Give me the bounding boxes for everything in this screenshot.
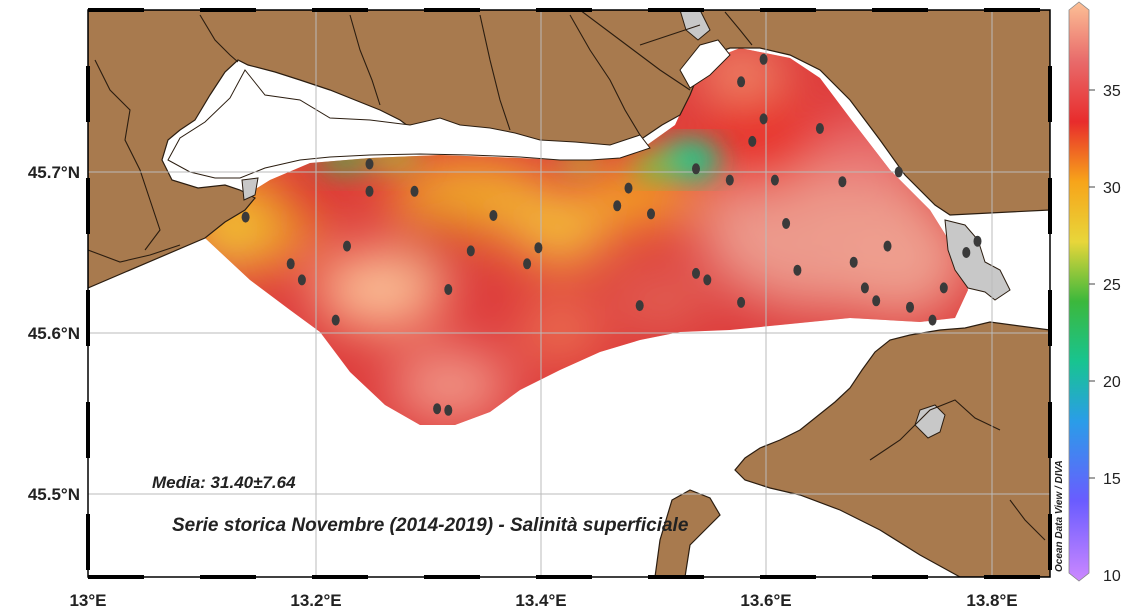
lat-tick-label: 45.5°N — [28, 485, 80, 504]
lat-tick-label: 45.7°N — [28, 163, 80, 182]
station-marker — [489, 210, 498, 221]
station-marker — [703, 274, 712, 286]
colorbar-tick-label: 20 — [1103, 374, 1121, 391]
station-marker — [692, 163, 700, 175]
station-markers — [241, 53, 982, 416]
frame-checker — [1048, 290, 1052, 346]
frame-checker — [648, 575, 704, 579]
station-marker — [973, 235, 982, 247]
colorbar-tick-label: 35 — [1103, 83, 1121, 100]
station-marker — [297, 274, 306, 286]
station-marker — [815, 123, 824, 134]
lat-tick-label: 45.6°N — [28, 324, 80, 343]
frame-checker — [312, 575, 368, 579]
frame-checker — [86, 514, 90, 570]
station-marker — [737, 76, 746, 88]
frame-checker — [86, 178, 90, 234]
frame-checker — [872, 575, 928, 579]
frame-checker — [86, 290, 90, 346]
lagoon — [167, 39, 731, 179]
frame-checker — [88, 8, 144, 12]
station-marker — [759, 53, 768, 65]
frame-checker — [200, 8, 256, 12]
frame-checker — [536, 8, 592, 12]
station-marker — [286, 258, 295, 270]
station-marker — [343, 240, 351, 252]
rivers — [88, 10, 1046, 541]
map-title: Serie storica Novembre (2014-2019) - Sal… — [172, 515, 689, 536]
station-marker — [872, 295, 881, 307]
frame-checker — [200, 575, 256, 579]
frame-checker — [1048, 402, 1052, 458]
station-marker — [725, 174, 734, 186]
gridlines — [88, 10, 1050, 577]
colorbar-gradient — [1068, 1, 1090, 582]
lon-tick-label: 13.4°E — [515, 591, 566, 610]
frame-checker — [1048, 178, 1052, 234]
frame-checker — [648, 8, 704, 12]
station-marker — [883, 240, 892, 252]
frame-checker — [86, 66, 90, 122]
frame-checker — [984, 575, 1040, 579]
frame-checker — [86, 402, 90, 458]
station-marker — [410, 185, 419, 197]
station-marker — [444, 404, 453, 416]
station-marker — [635, 300, 644, 312]
station-marker — [433, 403, 442, 415]
longitude-labels: 13°E 13.2°E 13.4°E 13.6°E 13.8°E — [69, 591, 1017, 610]
colorbar-tick-label: 30 — [1103, 180, 1121, 197]
frame-checker — [424, 8, 480, 12]
frame-checker — [1048, 66, 1052, 122]
station-marker — [534, 242, 543, 254]
frame-checker — [424, 575, 480, 579]
station-marker — [241, 211, 250, 223]
colorbar-tick-label: 15 — [1103, 471, 1121, 488]
station-marker — [523, 258, 532, 270]
station-marker — [906, 301, 914, 313]
station-marker — [647, 208, 655, 220]
station-marker — [624, 182, 633, 194]
station-marker — [692, 267, 700, 279]
station-marker — [770, 174, 779, 186]
station-marker — [849, 256, 858, 268]
frame-checker — [760, 8, 816, 12]
frame-checker — [760, 575, 816, 579]
harbour-areas — [241, 10, 1011, 439]
station-marker — [331, 314, 340, 326]
station-marker — [962, 247, 971, 258]
frame-checker — [872, 8, 928, 12]
station-marker — [748, 135, 757, 147]
station-marker — [444, 284, 453, 295]
station-marker — [759, 113, 768, 125]
frame-checker — [312, 8, 368, 12]
map-frame — [86, 8, 1052, 579]
station-marker — [613, 200, 622, 212]
frame-checker — [984, 8, 1040, 12]
colorbar: 35 30 25 20 15 10 — [1068, 1, 1121, 585]
station-marker — [894, 166, 903, 178]
colorbar-tick-label: 10 — [1103, 568, 1121, 585]
station-marker — [793, 264, 802, 276]
station-marker — [365, 158, 374, 170]
frame-checker — [536, 575, 592, 579]
station-marker — [466, 245, 475, 257]
station-marker — [838, 176, 847, 188]
station-marker — [860, 282, 869, 294]
station-marker — [939, 282, 948, 294]
frame-checker — [88, 575, 144, 579]
station-marker — [365, 185, 374, 197]
station-marker — [737, 296, 746, 308]
latitude-labels: 45.7°N 45.6°N 45.5°N — [28, 163, 80, 504]
mean-label: Media: 31.40±7.64 — [152, 473, 296, 492]
lon-tick-label: 13.2°E — [290, 591, 341, 610]
odv-credit: Ocean Data View / DIVA — [1054, 460, 1065, 572]
station-marker — [928, 314, 937, 326]
lon-tick-label: 13°E — [69, 591, 106, 610]
lon-tick-label: 13.8°E — [966, 591, 1017, 610]
frame-checker — [1048, 514, 1052, 570]
lon-tick-label: 13.6°E — [740, 591, 791, 610]
station-marker — [782, 218, 791, 229]
colorbar-tick-label: 25 — [1103, 277, 1121, 294]
